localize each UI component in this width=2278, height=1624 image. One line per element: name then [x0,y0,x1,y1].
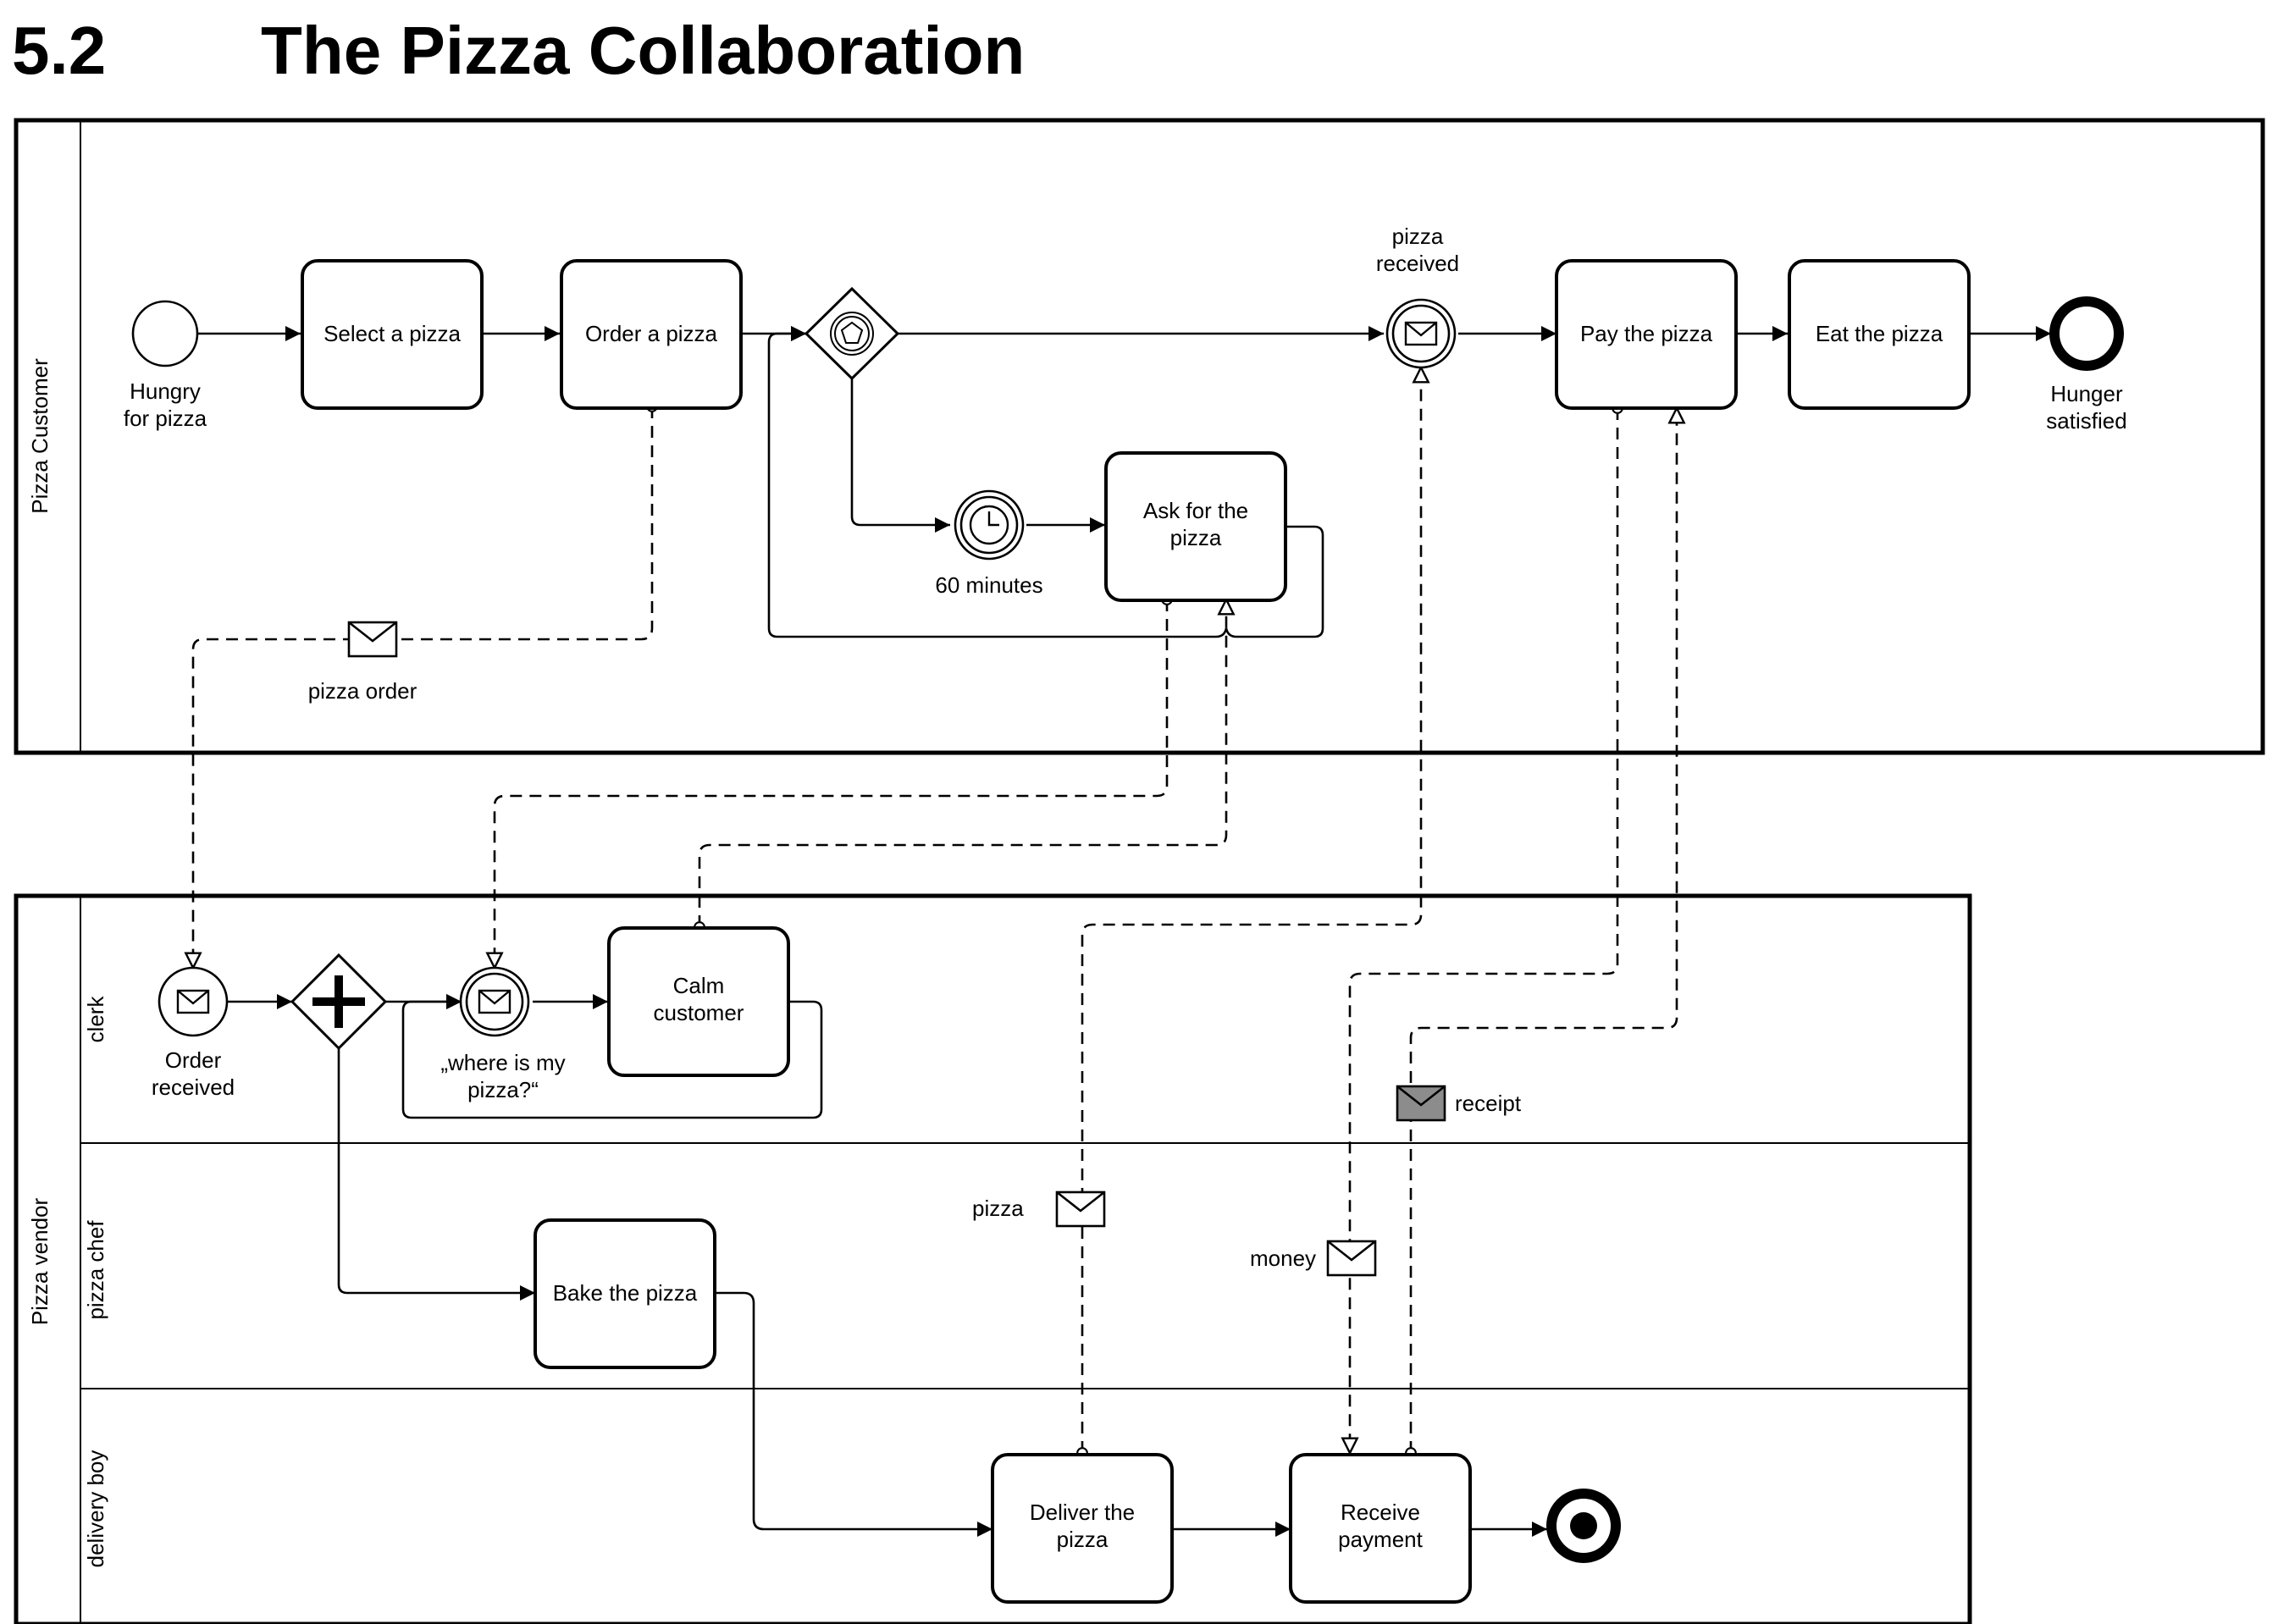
task-pay-pizza[interactable]: Pay the pizza [1555,259,1738,410]
task-eat-pizza-label: Eat the pizza [1816,321,1943,346]
envelope-icon [176,989,210,1014]
task-bake-pizza-label: Bake the pizza [553,1280,698,1306]
task-calm-customer[interactable]: Calm customer [607,926,790,1077]
task-eat-pizza[interactable]: Eat the pizza [1788,259,1971,410]
order-received-label-line1: Order [165,1047,222,1073]
task-deliver-label-line1: Deliver the [1030,1500,1135,1525]
task-pay-pizza-label: Pay the pizza [1580,321,1713,346]
task-ask-for-pizza[interactable]: Ask for the pizza [1104,451,1287,602]
sequence-flows-vendor [217,993,1547,1538]
order-received-label-line2: received [152,1074,235,1100]
section-number: 5.2 [12,13,107,88]
task-calm-label-line2: customer [654,1000,744,1025]
pool-label-customer: Pizza Customer [27,358,53,514]
message-flows [193,367,1677,1453]
task-select-pizza[interactable]: Select a pizza [301,259,484,410]
task-select-pizza-label: Select a pizza [323,321,461,346]
pool-pizza-customer: Pizza Customer [14,118,2265,755]
page-heading: 5.2 The Pizza Collaboration [0,0,2278,102]
message-event-pizza-received [1385,298,1457,369]
task-ask-label-line1: Ask for the [1143,498,1248,523]
message-label-money: money [1250,1246,1316,1271]
page-title: The Pizza Collaboration [261,13,1026,88]
end-event-hunger-satisfied [2049,296,2124,371]
task-deliver-label-line2: pizza [1057,1527,1109,1552]
start-event-label-line2: for pizza [124,406,207,431]
message-label-pizza: pizza [972,1196,1024,1221]
task-deliver-pizza[interactable]: Deliver the pizza [991,1453,1174,1604]
event-based-gateway [804,286,900,381]
task-receive-label-line1: Receive [1341,1500,1420,1525]
envelope-icon [478,989,511,1014]
message-envelope-pizza-order [347,621,398,658]
timer-label: 60 minutes [935,572,1042,598]
task-order-pizza[interactable]: Order a pizza [560,259,743,410]
message-envelope-receipt [1396,1085,1446,1122]
message-envelope-money [1326,1240,1377,1277]
terminate-end-event [1546,1489,1621,1563]
lane-label-pizza-chef: pizza chef [83,1220,108,1320]
pizza-received-label-line2: received [1376,251,1459,276]
pizza-received-label-line1: pizza [1392,224,1444,249]
start-event-hungry [131,300,199,367]
task-calm-label-line1: Calm [673,973,725,998]
task-order-pizza-label: Order a pizza [585,321,718,346]
plus-icon [312,975,365,1028]
parallel-gateway [290,953,388,1051]
lane-label-clerk: clerk [83,996,108,1043]
message-envelope-pizza [1055,1190,1106,1228]
message-start-event-order-received [158,966,229,1037]
lane-label-delivery-boy: delivery boy [83,1450,108,1568]
where-is-my-pizza-label-line1: „where is my [440,1050,565,1075]
start-event-label-line1: Hungry [130,378,201,404]
envelope-icon [1404,321,1438,346]
message-label-pizza-order: pizza order [308,678,417,704]
task-receive-label-line2: payment [1338,1527,1423,1552]
message-label-receipt: receipt [1455,1091,1522,1116]
task-ask-label-line2: pizza [1170,525,1222,550]
end-event-label-line1: Hunger [2050,381,2123,406]
task-bake-pizza[interactable]: Bake the pizza [534,1218,716,1369]
timer-event [954,489,1025,561]
end-event-label-line2: satisfied [2046,408,2126,434]
pool-label-vendor: Pizza vendor [27,1198,53,1326]
task-receive-payment[interactable]: Receive payment [1289,1453,1472,1604]
message-event-where-is-my-pizza [459,966,530,1037]
where-is-my-pizza-label-line2: pizza?“ [467,1077,539,1102]
